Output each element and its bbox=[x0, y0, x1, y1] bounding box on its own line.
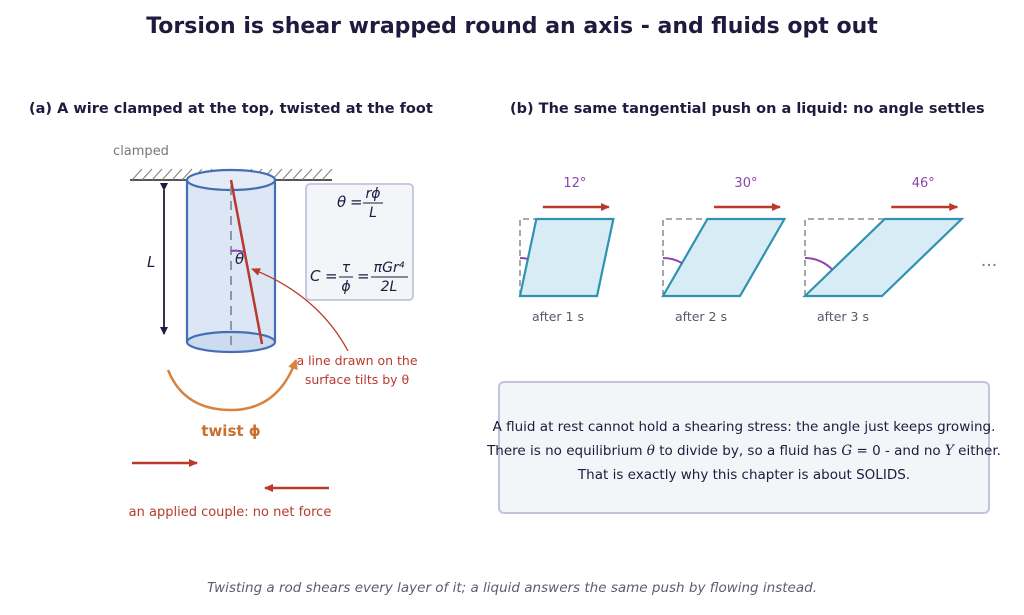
svg-text:=: = bbox=[325, 267, 338, 285]
svg-text:2L: 2L bbox=[381, 279, 398, 295]
theta-label: θ bbox=[235, 250, 244, 268]
svg-text:τ: τ bbox=[342, 260, 351, 276]
fluid-frames: 12° after 1 s 30° after 2 s 46° after 3 s bbox=[518, 176, 965, 324]
time-label: after 3 s bbox=[817, 309, 869, 324]
svg-text:πGr⁴: πGr⁴ bbox=[374, 260, 405, 276]
svg-text:=: = bbox=[350, 193, 363, 211]
fluid-element bbox=[518, 217, 615, 298]
main-title: Torsion is shear wrapped round an axis -… bbox=[146, 14, 878, 39]
shear-angle-arc bbox=[804, 257, 834, 271]
fluid-element bbox=[802, 217, 965, 298]
panel-a-heading: (a) A wire clamped at the top, twisted a… bbox=[29, 101, 433, 117]
line-note-2: surface tilts by θ bbox=[305, 372, 409, 387]
note-line-2: There is no equilibrium θ to divide by, … bbox=[487, 442, 1001, 459]
fluid-note-box: A fluid at rest cannot hold a shearing s… bbox=[487, 381, 1001, 514]
couple-label: an applied couple: no net force bbox=[129, 505, 332, 520]
svg-text:=: = bbox=[357, 267, 370, 285]
fluid-element bbox=[661, 217, 787, 298]
reference-outline bbox=[804, 218, 885, 296]
shear-angle-label: 30° bbox=[734, 176, 757, 191]
shear-angle-arc bbox=[519, 256, 529, 260]
formula-couple: C = τ ϕ = πGr⁴ 2L bbox=[310, 260, 408, 295]
note-line-1: A fluid at rest cannot hold a shearing s… bbox=[492, 418, 996, 435]
shear-angle-arc bbox=[662, 257, 683, 264]
panel-b-heading: (b) The same tangential push on a liquid… bbox=[510, 101, 985, 117]
note-line-3: That is exactly why this chapter is abou… bbox=[577, 466, 911, 483]
twist-arrow bbox=[166, 359, 298, 412]
svg-text:θ: θ bbox=[337, 193, 346, 211]
formula-box: θ = rϕ L C = τ ϕ = πGr⁴ 2L bbox=[305, 183, 414, 301]
twist-label: twist ϕ bbox=[201, 422, 260, 440]
length-label: L bbox=[147, 253, 155, 271]
time-label: after 1 s bbox=[532, 309, 584, 324]
ellipsis: ... bbox=[981, 251, 997, 271]
svg-text:ϕ: ϕ bbox=[341, 279, 350, 295]
tilted-surface-line bbox=[229, 179, 264, 345]
theta-arc bbox=[230, 249, 245, 253]
reference-outline bbox=[519, 218, 537, 296]
formula-theta: θ = rϕ L bbox=[337, 186, 383, 221]
svg-text:C: C bbox=[310, 267, 321, 285]
clamped-label: clamped bbox=[113, 144, 169, 159]
line-note-1: a line drawn on the bbox=[296, 353, 417, 368]
line-note-pointer bbox=[251, 268, 349, 352]
svg-text:rϕ: rϕ bbox=[366, 186, 381, 202]
footer-caption: Twisting a rod shears every layer of it;… bbox=[207, 580, 817, 596]
reference-outline bbox=[662, 218, 708, 296]
shear-angle-label: 12° bbox=[563, 176, 586, 191]
shear-angle-label: 46° bbox=[912, 176, 935, 191]
time-label: after 2 s bbox=[675, 309, 727, 324]
svg-text:L: L bbox=[369, 205, 377, 221]
